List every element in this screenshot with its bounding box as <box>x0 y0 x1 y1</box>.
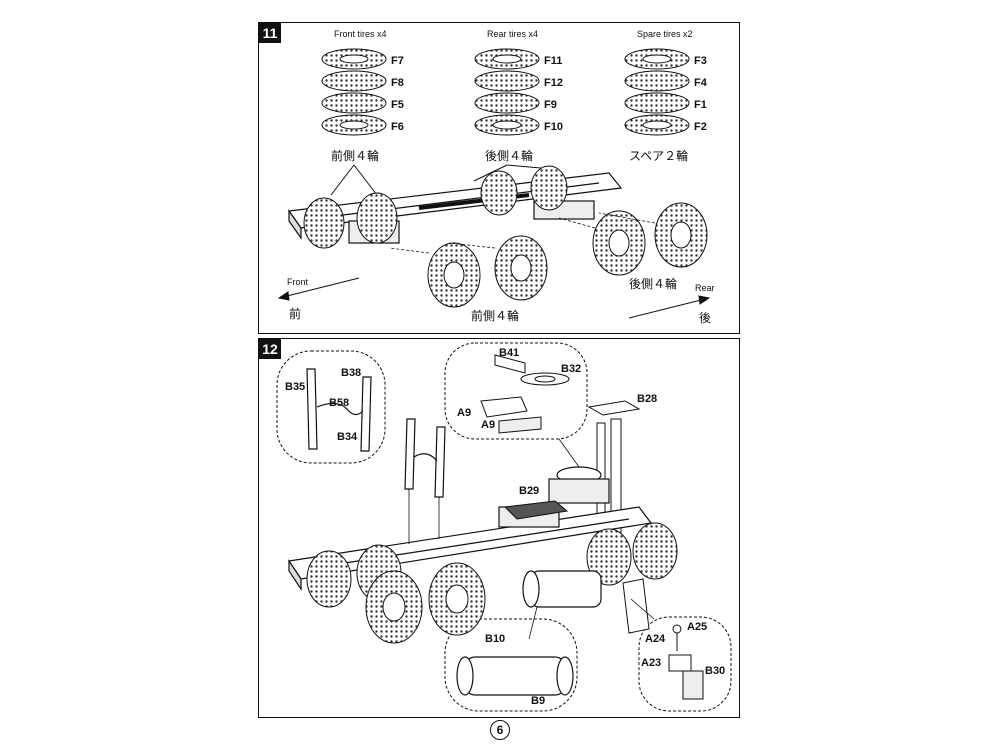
rear-tire-stack <box>474 48 540 136</box>
part-label-b10: B10 <box>485 633 506 645</box>
step-12-panel: 12 <box>258 338 740 718</box>
part-label: F12 <box>544 77 563 89</box>
spare-tires-heading: Spare tires x2 <box>637 29 693 39</box>
part-label-b30: B30 <box>705 665 726 677</box>
rear-four-wheels-label: 後側４輪 <box>485 149 534 163</box>
part-label-b35: B35 <box>285 381 306 393</box>
step-number: 12 <box>259 339 281 359</box>
front-tire-stack <box>321 48 387 136</box>
part-label: F9 <box>544 99 557 111</box>
part-label-b58: B58 <box>329 397 350 409</box>
step-parts <box>622 578 704 700</box>
spare-two-wheels-label: スペア２輪 <box>629 149 689 163</box>
step-12-illustration <box>276 342 732 712</box>
front-direction-label: Front <box>287 277 309 287</box>
part-label-b28: B28 <box>637 393 658 405</box>
step-11-illustration <box>277 48 711 319</box>
front-tires-heading: Front tires x4 <box>334 29 387 39</box>
detail-bubble-stakes <box>276 350 386 464</box>
page-number: 6 <box>490 720 510 740</box>
part-label-b32: B32 <box>561 363 582 375</box>
front-four-wheels-label: 前側４輪 <box>331 149 380 163</box>
rear-four-wheels-label: 後側４輪 <box>629 277 678 291</box>
part-label: F11 <box>544 55 563 67</box>
spare-tire-stack <box>624 48 690 136</box>
front-direction-jp: 前 <box>289 307 302 321</box>
part-label: F7 <box>391 55 404 67</box>
part-label: F8 <box>391 77 404 89</box>
part-label: F1 <box>694 99 707 111</box>
part-label: F3 <box>694 55 707 67</box>
part-label: F2 <box>694 121 707 133</box>
part-label-b9: B9 <box>531 695 546 707</box>
part-label: F6 <box>391 121 404 133</box>
step-11-panel: 11 <box>258 22 740 334</box>
part-label-a23: A23 <box>641 657 662 669</box>
fuel-tank-detail <box>456 656 574 696</box>
detail-bubble-fuel-tank <box>444 618 578 712</box>
detail-bubble-fifth-wheel <box>444 342 588 440</box>
step-number: 11 <box>259 23 281 43</box>
rear-tires-heading: Rear tires x4 <box>487 29 539 39</box>
rear-direction-jp: 後 <box>699 311 712 325</box>
part-label-a9: A9 <box>457 407 472 419</box>
mounted-wheels <box>303 165 568 249</box>
part-label-a9: A9 <box>481 419 496 431</box>
part-label-b41: B41 <box>499 347 520 359</box>
rear-direction-label: Rear <box>695 283 715 293</box>
detail-bubble-step <box>638 616 732 712</box>
loose-wheels <box>427 202 708 308</box>
rear-arrow <box>628 295 711 319</box>
part-label-a25: A25 <box>687 621 708 633</box>
part-label-b29: B29 <box>519 485 540 497</box>
front-four-wheels-label: 前側４輪 <box>471 309 520 323</box>
part-label: F5 <box>391 99 404 111</box>
b29-deck <box>503 500 569 520</box>
front-arrow <box>277 277 360 301</box>
part-label: F10 <box>544 121 563 133</box>
fuel-tank <box>522 570 602 608</box>
part-label-a24: A24 <box>645 633 666 645</box>
mounted-wheels <box>306 522 678 644</box>
part-label-b38: B38 <box>341 367 362 379</box>
part-label: F4 <box>694 77 707 89</box>
part-label-b34: B34 <box>337 431 358 443</box>
